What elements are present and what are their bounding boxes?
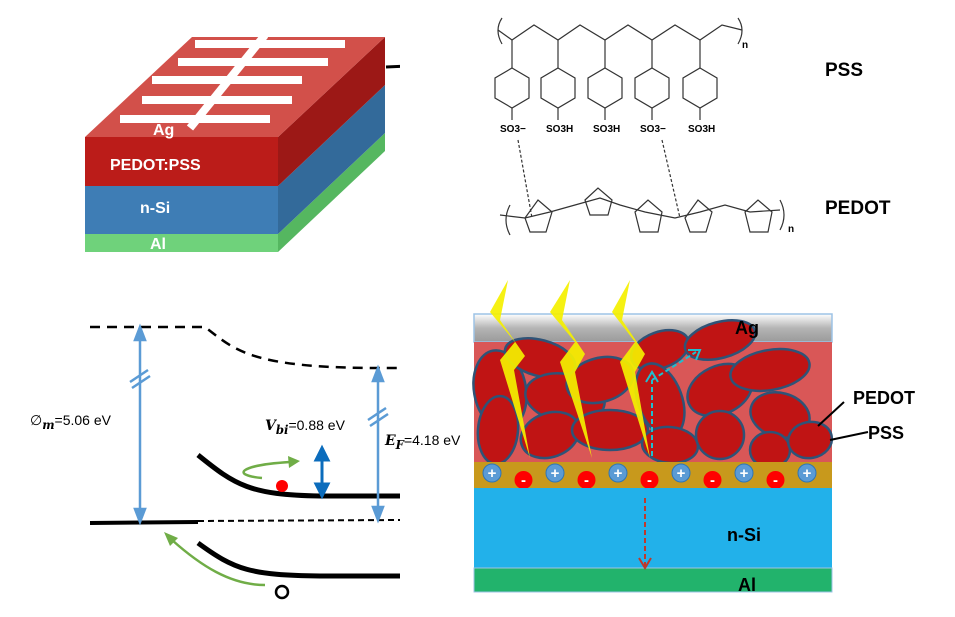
hole-path-arrow (171, 539, 266, 587)
device-label-al: Al (150, 236, 166, 253)
device-label-nsi: n-Si (140, 200, 171, 217)
pedot-grain (570, 408, 650, 452)
pedot-grain (683, 319, 757, 361)
positive-charge (797, 463, 817, 483)
charge-sign: - (773, 472, 778, 489)
fermi-level-metal (89, 520, 199, 525)
negative-charge (577, 471, 596, 489)
ionic-link-1 (517, 139, 533, 219)
charge-sign: + (488, 465, 497, 482)
positive-charge (545, 463, 565, 483)
phi-m-sub: m (42, 417, 55, 432)
pss-title: PSS (825, 60, 864, 81)
vbi-symbol: V (265, 418, 276, 434)
charge-sign: - (647, 472, 652, 489)
positive-charge (608, 463, 628, 483)
phi-m-value: =5.06 eV (54, 412, 111, 428)
pedot-grain (694, 409, 746, 461)
pedot-layer-side (278, 37, 385, 186)
charge-sign: - (584, 472, 589, 489)
vbi-label: Vbi=0.88 eV (265, 417, 345, 437)
positive-charge (482, 463, 502, 483)
pss-group-4: SO3− (640, 124, 666, 135)
cell-cross-section: + - + - + - + - + - + (472, 280, 869, 593)
cell-label-pedot: PEDOT (853, 388, 916, 408)
charge-sign: - (521, 472, 526, 489)
phi-m-label: ∅m=5.06 eV (30, 412, 111, 432)
ef-label: EF=4.18 eV (385, 432, 460, 452)
vbi-sub: bi (275, 422, 289, 437)
vbi-value: =0.88 eV (288, 417, 345, 433)
positive-charge (671, 463, 691, 483)
positive-charge (734, 463, 754, 483)
pss-group-2: SO3H (546, 124, 573, 135)
pss-group-5: SO3H (688, 124, 715, 135)
vacuum-level (90, 325, 400, 370)
electron-path-arrow (242, 460, 291, 480)
pedot-repeat-n: n (788, 224, 794, 235)
pedot-leader-line (817, 401, 845, 427)
negative-charge (703, 471, 722, 489)
nsi-layer-side (278, 85, 385, 234)
electron-dot (276, 480, 288, 492)
band-diagram (89, 323, 401, 600)
negative-charge (514, 471, 533, 489)
cell-label-al: Al (738, 575, 756, 595)
pedot-title: PEDOT (825, 198, 891, 219)
pss-backbone (497, 24, 743, 41)
charge-sign: + (740, 465, 749, 482)
transport-arrows (644, 351, 697, 566)
vbi-arrow (313, 444, 331, 500)
charge-sign: - (710, 472, 715, 489)
charge-sign: + (803, 465, 812, 482)
pedot-bracket-right (779, 199, 785, 231)
cell-label-ag: Ag (735, 318, 759, 338)
conduction-band (196, 453, 400, 499)
pedot-grain (729, 347, 811, 393)
valence-band (196, 540, 400, 579)
interface-charges: + - + - + - + - + - + (482, 463, 817, 489)
pss-pedot-structure: SO3− SO3H SO3H SO3− SO3H n n (494, 17, 794, 236)
al-back-contact (473, 567, 833, 593)
pedot-layer-front (85, 137, 278, 186)
al-layer-front (85, 234, 278, 252)
ionic-link-2 (661, 139, 681, 219)
cell-label-pss: PSS (868, 423, 905, 443)
ef-value: =4.18 eV (403, 432, 461, 448)
pss-group-1: SO3− (500, 124, 526, 135)
ef-symbol: E (385, 433, 396, 449)
charge-sign: + (551, 465, 560, 482)
fermi-level-semi (197, 519, 401, 522)
pss-bracket-left (497, 17, 503, 45)
pss-bracket-right (737, 17, 743, 45)
ef-sub: F (395, 437, 404, 452)
pedot-bracket-left (505, 204, 511, 236)
pedot-grains (472, 319, 834, 470)
pedot-rings (524, 187, 773, 233)
pss-leader-line (829, 431, 869, 441)
pss-repeat-n: n (742, 40, 748, 51)
device-label-pedot-pss: PEDOT:PSS (110, 157, 201, 174)
nsi-substrate (474, 488, 832, 568)
charge-sign: + (614, 465, 623, 482)
pointer-arrow-line (385, 64, 400, 69)
nsi-layer-front (85, 186, 278, 234)
light-bolts (490, 280, 650, 458)
ag-busbar (186, 32, 269, 131)
cell-label-nsi: n-Si (727, 525, 761, 545)
negative-charge (640, 471, 659, 489)
pss-rings (494, 40, 718, 120)
device-stack-illustration (85, 32, 400, 252)
phi-m-symbol: ∅ (30, 412, 43, 428)
pedot-grain (786, 420, 834, 460)
al-layer-side (278, 133, 385, 252)
device-label-ag: Ag (153, 122, 175, 139)
pedot-chain (499, 197, 781, 219)
hole-dot (274, 584, 290, 600)
charge-sign: + (677, 465, 686, 482)
pss-group-3: SO3H (593, 124, 620, 135)
negative-charge (766, 471, 785, 489)
